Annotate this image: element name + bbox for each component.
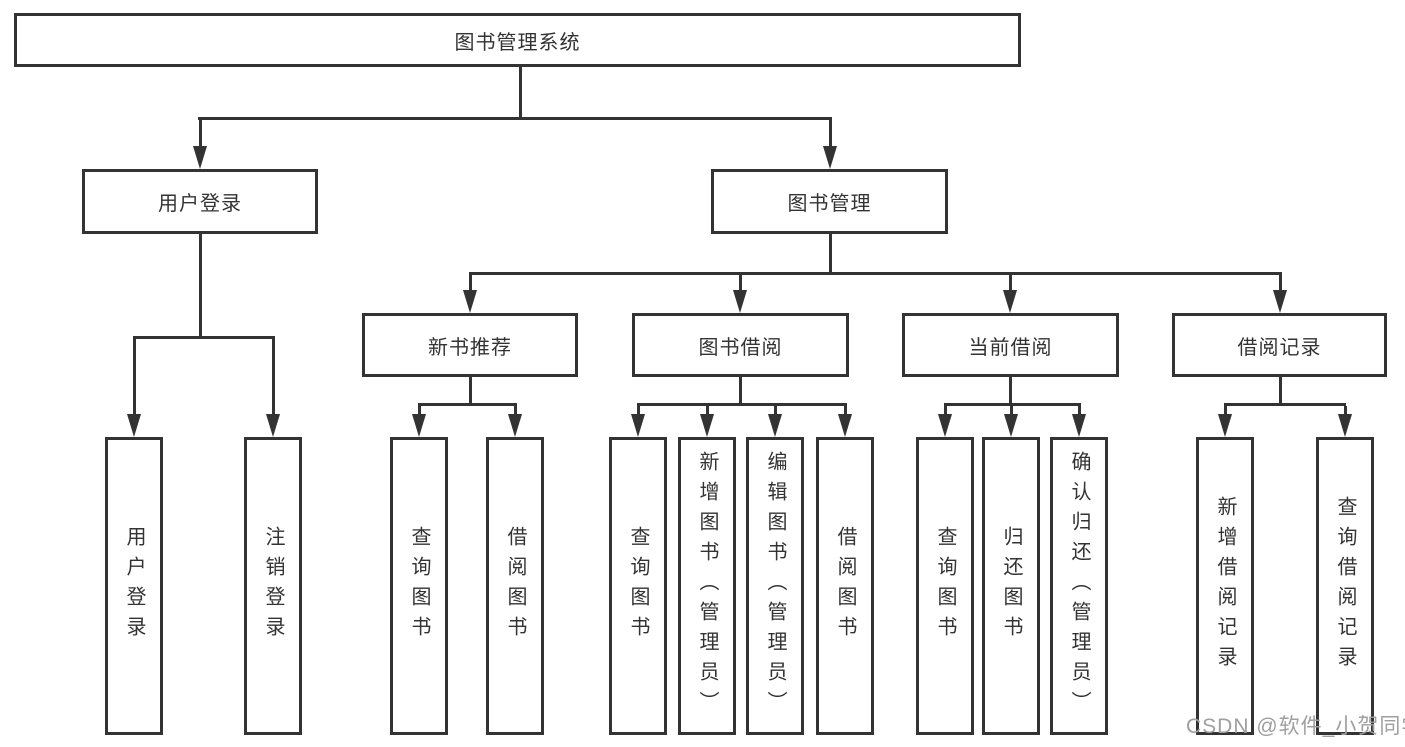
leaf-logout: 注销登录 [244,437,302,735]
connector-line [1344,406,1347,415]
leaf-add-borrow-record: 新增借阅记录 [1196,437,1254,735]
connector-line [829,234,832,275]
node-label: 用户登录 [158,193,242,215]
connector-line [944,403,1081,406]
node-label: 确认归还（管理员） [1068,451,1090,721]
arrow-down-icon [768,414,782,437]
node-new-book-recommend: 新书推荐 [362,313,578,377]
node-label: 新书推荐 [428,336,512,359]
leaf-confirm-return-admin: 确认归还（管理员） [1050,437,1108,735]
arrow-down-icon [412,414,426,437]
connector-line [1279,377,1282,406]
node-book-borrow: 图书借阅 [632,313,849,377]
connector-line [1078,406,1081,415]
arrow-down-icon [1338,414,1352,437]
node-label: 新增借阅记录 [1214,496,1236,676]
leaf-add-book-admin: 新增图书（管理员） [678,437,736,735]
connector-line [198,117,832,120]
arrow-down-icon [193,146,207,169]
connector-line [844,406,847,415]
node-label: 查询图书 [627,526,649,646]
node-label: 当前借阅 [968,336,1053,359]
arrow-down-icon [508,414,522,437]
connector-line [1224,403,1346,406]
arrow-down-icon [127,414,141,437]
connector-line [944,406,947,415]
leaf-query-book: 查询图书 [390,437,448,735]
node-system-root: 图书管理系统 [14,13,1021,67]
connector-line [829,117,832,149]
arrow-down-icon [1072,414,1086,437]
node-label: 注销登录 [262,526,284,646]
node-label: 归还图书 [1000,526,1022,646]
node-label: 借阅图书 [504,526,526,646]
arrow-down-icon [1004,414,1018,437]
connector-line [1009,275,1012,291]
arrow-down-icon [1003,290,1017,313]
connector-line [739,377,742,406]
arrow-down-icon [838,414,852,437]
node-user-login: 用户登录 [82,169,318,234]
node-label: 借阅图书 [834,526,856,646]
node-label: 图书借阅 [698,336,783,359]
connector-line [774,406,777,415]
leaf-query-book: 查询图书 [916,437,974,735]
connector-line [739,275,742,291]
arrow-down-icon [266,414,280,437]
connector-line [637,403,847,406]
node-label: 借阅记录 [1237,336,1322,359]
leaf-borrow-book: 借阅图书 [816,437,874,735]
node-label: 新增图书（管理员） [696,451,718,721]
connector-line [133,336,275,339]
connector-line [199,117,202,149]
arrow-down-icon [631,414,645,437]
arrow-down-icon [700,414,714,437]
leaf-query-borrow-record: 查询借阅记录 [1316,437,1374,735]
node-book-management: 图书管理 [711,169,948,234]
leaf-edit-book-admin: 编辑图书（管理员） [746,437,804,735]
leaf-borrow-book: 借阅图书 [486,437,544,735]
arrow-down-icon [1218,414,1232,437]
connector-line [1279,275,1282,291]
node-label: 查询图书 [934,526,956,646]
connector-line [519,65,522,119]
arrow-down-icon [733,290,747,313]
arrow-down-icon [823,146,837,169]
connector-line [1010,406,1013,415]
connector-line [469,272,1282,275]
connector-line [637,406,640,415]
node-label: 用户登录 [123,526,145,646]
node-label: 查询图书 [408,526,430,646]
connector-line [418,403,517,406]
node-label: 图书管理系统 [454,31,581,54]
arrow-down-icon [1273,290,1287,313]
connector-line [514,406,517,415]
connector-line [1009,377,1012,406]
watermark: CSDN @软件_小贺同学 [1186,715,1405,738]
arrow-down-icon [463,290,477,313]
node-label: 图书管理 [787,193,872,215]
connector-line [272,339,275,417]
leaf-user-login: 用户登录 [105,437,163,735]
connector-line [706,406,709,415]
connector-line [133,339,136,417]
node-borrow-records: 借阅记录 [1172,313,1387,377]
connector-line [469,275,472,291]
connector-line [1224,406,1227,415]
leaf-query-book: 查询图书 [609,437,667,735]
leaf-return-book: 归还图书 [982,437,1040,735]
connector-line [418,406,421,415]
node-label: 查询借阅记录 [1334,496,1356,676]
arrow-down-icon [938,414,952,437]
connector-line [469,377,472,406]
node-current-borrow: 当前借阅 [902,313,1119,377]
connector-line [199,234,202,339]
node-label: 编辑图书（管理员） [764,451,786,721]
